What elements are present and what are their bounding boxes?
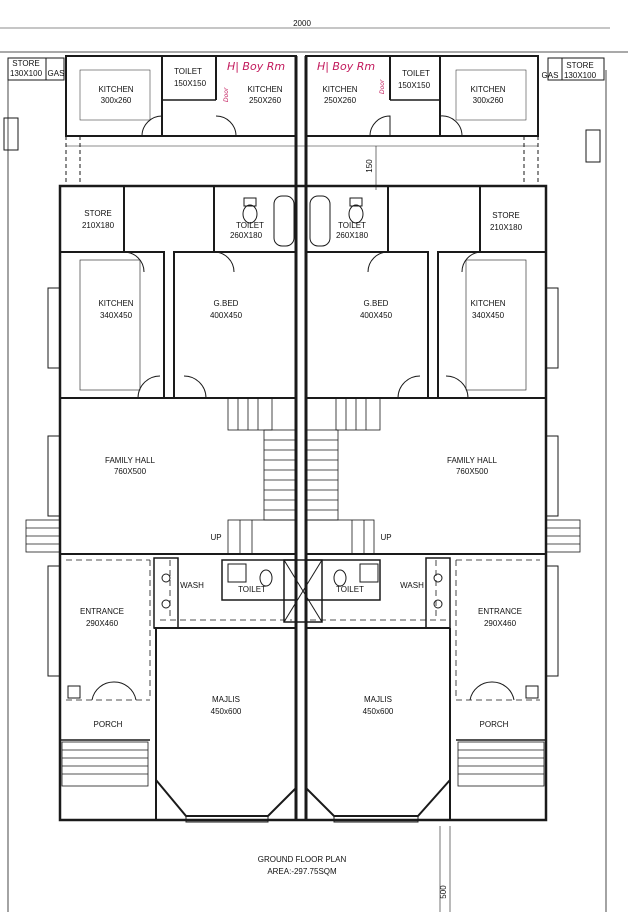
room-name: PORCH bbox=[94, 720, 123, 729]
room-size: 340X450 bbox=[100, 311, 133, 320]
room-size: 760X500 bbox=[114, 467, 147, 476]
stair-label: UP bbox=[210, 533, 221, 542]
room-name: KITCHEN bbox=[470, 85, 505, 94]
bottom-dimension: 500 bbox=[439, 885, 448, 899]
room-name: TOILET bbox=[336, 585, 364, 594]
room-name: TOILET bbox=[238, 585, 266, 594]
room-size: 300x260 bbox=[473, 96, 504, 105]
room-size: 150X150 bbox=[398, 81, 431, 90]
top-dimension: 2000 bbox=[293, 19, 311, 28]
room-name: STORE bbox=[84, 209, 111, 218]
room-size: 300x260 bbox=[101, 96, 132, 105]
plan-area: AREA:-297.75SQM bbox=[267, 867, 337, 876]
room-name: STORE bbox=[566, 61, 593, 70]
stair-label: UP bbox=[380, 533, 391, 542]
room-name: KITCHEN bbox=[98, 85, 133, 94]
room-name: FAMILY HALL bbox=[105, 456, 156, 465]
room-size: 340X450 bbox=[472, 311, 505, 320]
room-size: 290X460 bbox=[484, 619, 517, 628]
room-name: STORE bbox=[12, 59, 39, 68]
room-name: KITCHEN bbox=[247, 85, 282, 94]
room-name: G.BED bbox=[364, 299, 389, 308]
room-name: GAS bbox=[48, 69, 65, 78]
room-name: STORE bbox=[492, 211, 519, 220]
room-name: ENTRANCE bbox=[478, 607, 522, 616]
room-name: MAJLIS bbox=[364, 695, 392, 704]
plan-title: GROUND FLOOR PLAN bbox=[258, 855, 347, 864]
room-name: MAJLIS bbox=[212, 695, 240, 704]
room-size: 150X150 bbox=[174, 79, 207, 88]
room-name: TOILET bbox=[236, 221, 264, 230]
room-name: G.BED bbox=[214, 299, 239, 308]
handwritten-door-note: Door bbox=[379, 79, 386, 94]
room-size: 290X460 bbox=[86, 619, 119, 628]
room-name: KITCHEN bbox=[98, 299, 133, 308]
room-name: TOILET bbox=[402, 69, 430, 78]
room-name: TOILET bbox=[338, 221, 366, 230]
room-size: 260X180 bbox=[336, 231, 369, 240]
room-name: WASH bbox=[400, 581, 424, 590]
room-size: 760X500 bbox=[456, 467, 489, 476]
room-name: ENTRANCE bbox=[80, 607, 124, 616]
room-size: 130X100 bbox=[564, 71, 597, 80]
room-size: 260X180 bbox=[230, 231, 263, 240]
room-name: KITCHEN bbox=[470, 299, 505, 308]
room-name: PORCH bbox=[480, 720, 509, 729]
handwritten-note: H| Boy Rm bbox=[317, 60, 375, 73]
room-size: 400X450 bbox=[360, 311, 393, 320]
room-size: 450x600 bbox=[211, 707, 242, 716]
handwritten-door-note: Door bbox=[223, 87, 230, 102]
room-size: 450x600 bbox=[363, 707, 394, 716]
room-size: 210X180 bbox=[82, 221, 115, 230]
room-name: FAMILY HALL bbox=[447, 456, 498, 465]
room-name: KITCHEN bbox=[322, 85, 357, 94]
mid-dimension: 150 bbox=[365, 159, 374, 173]
room-size: 210X180 bbox=[490, 223, 523, 232]
room-name: WASH bbox=[180, 581, 204, 590]
room-size: 250X260 bbox=[249, 96, 282, 105]
room-name: TOILET bbox=[174, 67, 202, 76]
room-size: 130X100 bbox=[10, 69, 43, 78]
room-size: 400X450 bbox=[210, 311, 243, 320]
room-size: 250X260 bbox=[324, 96, 357, 105]
handwritten-note: H| Boy Rm bbox=[227, 60, 285, 73]
room-name: GAS bbox=[542, 71, 559, 80]
